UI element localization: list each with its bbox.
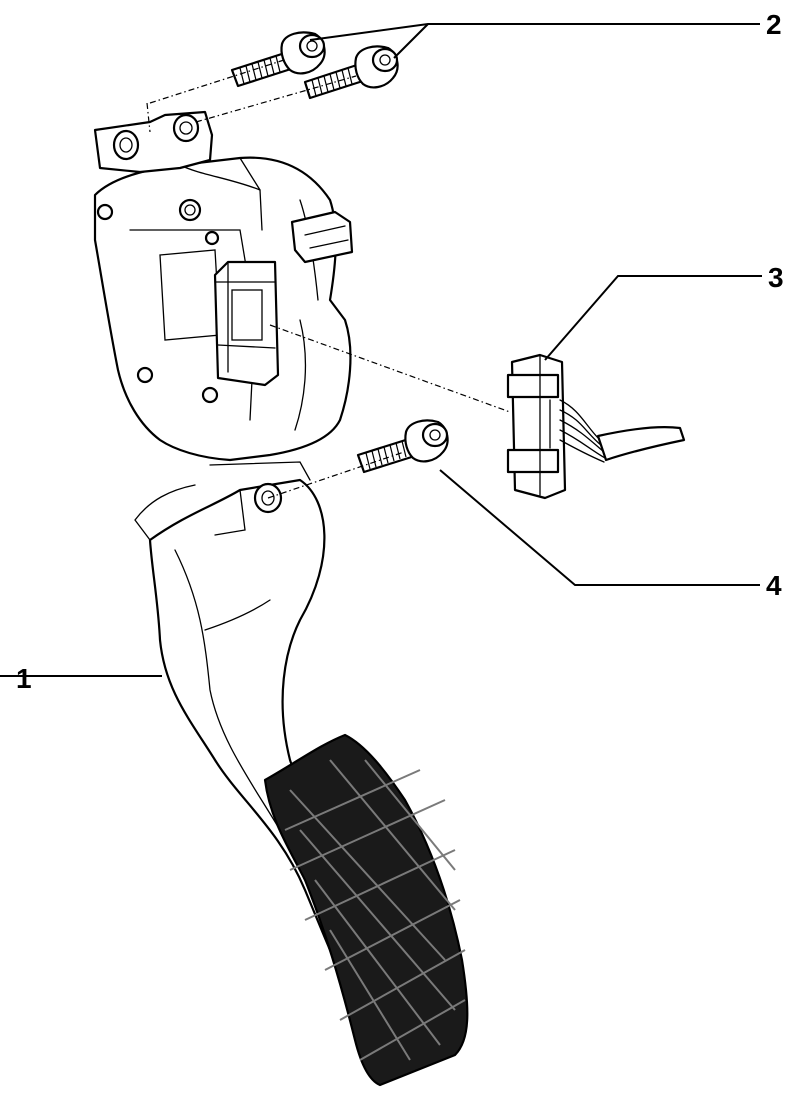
wiring-connector-plug (506, 353, 686, 500)
bolt-upper-right (303, 45, 399, 100)
callout-4: 4 (766, 570, 782, 601)
housing-screw-heads (96, 198, 220, 404)
bolt-lower (356, 419, 449, 474)
callout-2: 2 (766, 9, 782, 40)
mounting-bracket (93, 110, 214, 174)
callout-1: 1 (16, 663, 32, 694)
assembly-guide-lines (146, 59, 511, 499)
sender-connector-socket (213, 260, 280, 387)
housing-clip (290, 210, 354, 264)
callout-3: 3 (768, 262, 784, 293)
pedal-pad (263, 733, 469, 1087)
bolt-upper-left (230, 31, 326, 88)
leader-lines (0, 23, 762, 677)
lower-mount (209, 461, 311, 514)
